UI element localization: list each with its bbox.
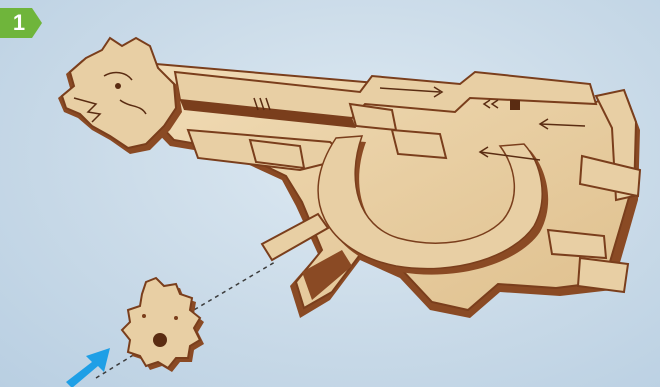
insert-arrow-icon bbox=[66, 348, 110, 387]
dragon-head-icon bbox=[58, 38, 182, 154]
crossbow-frame bbox=[145, 64, 640, 318]
gear-icon bbox=[122, 278, 204, 372]
